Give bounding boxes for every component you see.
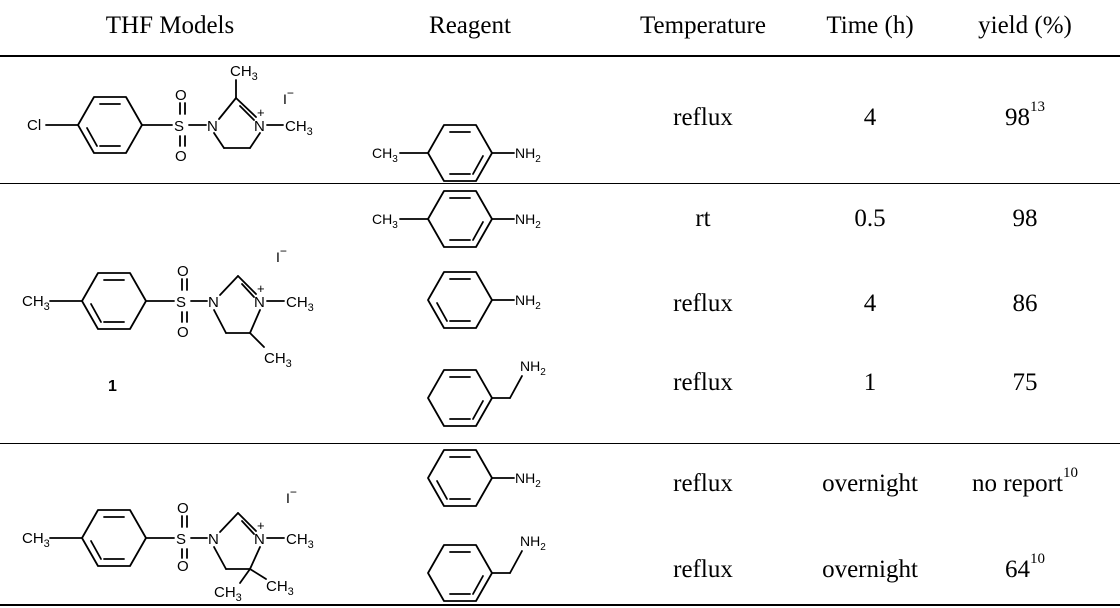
reagent-benzylamine-2: NH2 (427, 533, 546, 602)
model-c-ch3-gem1: CH3 (214, 584, 242, 604)
model-c-o-top: O (177, 500, 189, 517)
svg-text:NH2: NH2 (515, 145, 541, 165)
model-b-iodide: I− (276, 244, 287, 265)
model-b-n-plus: N (254, 294, 265, 311)
row-1-yield-ref: 13 (1030, 98, 1045, 115)
reagent-p-toluidine-2: CH3 NH2 (372, 190, 541, 248)
model-c-plus: + (257, 518, 265, 533)
reagent-p-toluidine-1: CH3 NH2 (372, 124, 541, 182)
row-5-time: overnight (822, 470, 918, 497)
model-b-n: N (208, 294, 219, 311)
model-b-ch3-bottom: CH3 (264, 350, 292, 370)
row-6-temperature: reflux (673, 556, 733, 583)
model-b-s: S (176, 294, 186, 311)
model-b-o-top: O (177, 263, 189, 280)
model-b-o-bottom: O (177, 324, 189, 341)
group-rule-2 (0, 443, 1120, 444)
header-thf-models: THF Models (105, 12, 235, 39)
row-6-time: overnight (822, 556, 918, 583)
row-4-temperature: reflux (673, 369, 733, 396)
model-c-iodide: I− (286, 485, 297, 506)
header-time: Time (h) (826, 12, 914, 39)
row-5-yield-ref: 10 (1062, 464, 1078, 481)
svg-text:NH2: NH2 (515, 470, 541, 490)
model-b-ch3-right: CH3 (286, 294, 314, 314)
reagent-aniline-2: NH2 (427, 449, 541, 507)
svg-text:CH3: CH3 (372, 145, 398, 165)
model-a-o-top: O (175, 87, 187, 104)
header-temperature: Temperature (640, 12, 766, 39)
structure-model-b: CH3 S O O N N + I− CH3 CH3 1 (22, 244, 314, 395)
model-c-n: N (208, 531, 219, 548)
row-3-yield: 86 (1012, 290, 1038, 317)
model-a-ch3-right: CH3 (285, 118, 313, 138)
row-5-temperature: reflux (673, 470, 733, 497)
bottom-rule (0, 604, 1120, 606)
row-2-yield: 98 (1012, 205, 1038, 232)
model-a-plus: + (257, 105, 265, 120)
row-3-temperature: reflux (673, 290, 733, 317)
structure-model-a: Cl S O O N CH3 N + I− CH3 (27, 63, 313, 165)
group-rule-1 (0, 183, 1120, 184)
model-c-o-bottom: O (177, 558, 189, 575)
header-reagent: Reagent (429, 12, 511, 39)
svg-text:NH2: NH2 (520, 533, 546, 553)
row-1-temperature: reflux (673, 104, 733, 131)
model-a-ch3-top: CH3 (230, 63, 258, 83)
svg-text:NH2: NH2 (515, 211, 541, 231)
model-c-ch3-gem2: CH3 (266, 578, 294, 598)
model-a-o-bottom: O (175, 148, 187, 165)
header-yield: yield (%) (978, 12, 1072, 39)
model-a-cl: Cl (27, 117, 41, 134)
row-3-time: 4 (863, 290, 877, 317)
header-rule (0, 55, 1120, 57)
model-c-ch3-left: CH3 (22, 530, 50, 550)
model-c-ch3-right: CH3 (286, 531, 314, 551)
row-4-yield: 75 (1012, 369, 1038, 396)
row-1-time: 4 (863, 104, 877, 131)
row-2-time: 0.5 (854, 205, 886, 232)
model-a-n: N (207, 118, 218, 135)
reagent-aniline-1: NH2 (427, 271, 541, 329)
compound-label-1: 1 (108, 378, 117, 395)
row-2-temperature: rt (695, 205, 711, 232)
model-a-iodide: I− (283, 86, 294, 107)
svg-text:CH3: CH3 (372, 211, 398, 231)
model-c-s: S (176, 531, 186, 548)
row-6-yield-ref: 10 (1030, 550, 1045, 567)
model-b-plus: + (257, 281, 265, 296)
model-a-n-plus: N (254, 118, 265, 135)
model-b-ch3-left: CH3 (22, 293, 50, 313)
svg-text:NH2: NH2 (515, 292, 541, 312)
model-c-n-plus: N (254, 531, 265, 548)
svg-text:NH2: NH2 (520, 358, 546, 378)
structure-model-c: CH3 S O O N N + I− CH3 CH3 CH3 (22, 485, 314, 604)
reagent-benzylamine-1: NH2 (427, 358, 546, 427)
model-a-s: S (174, 118, 184, 135)
row-4-time: 1 (863, 369, 877, 396)
